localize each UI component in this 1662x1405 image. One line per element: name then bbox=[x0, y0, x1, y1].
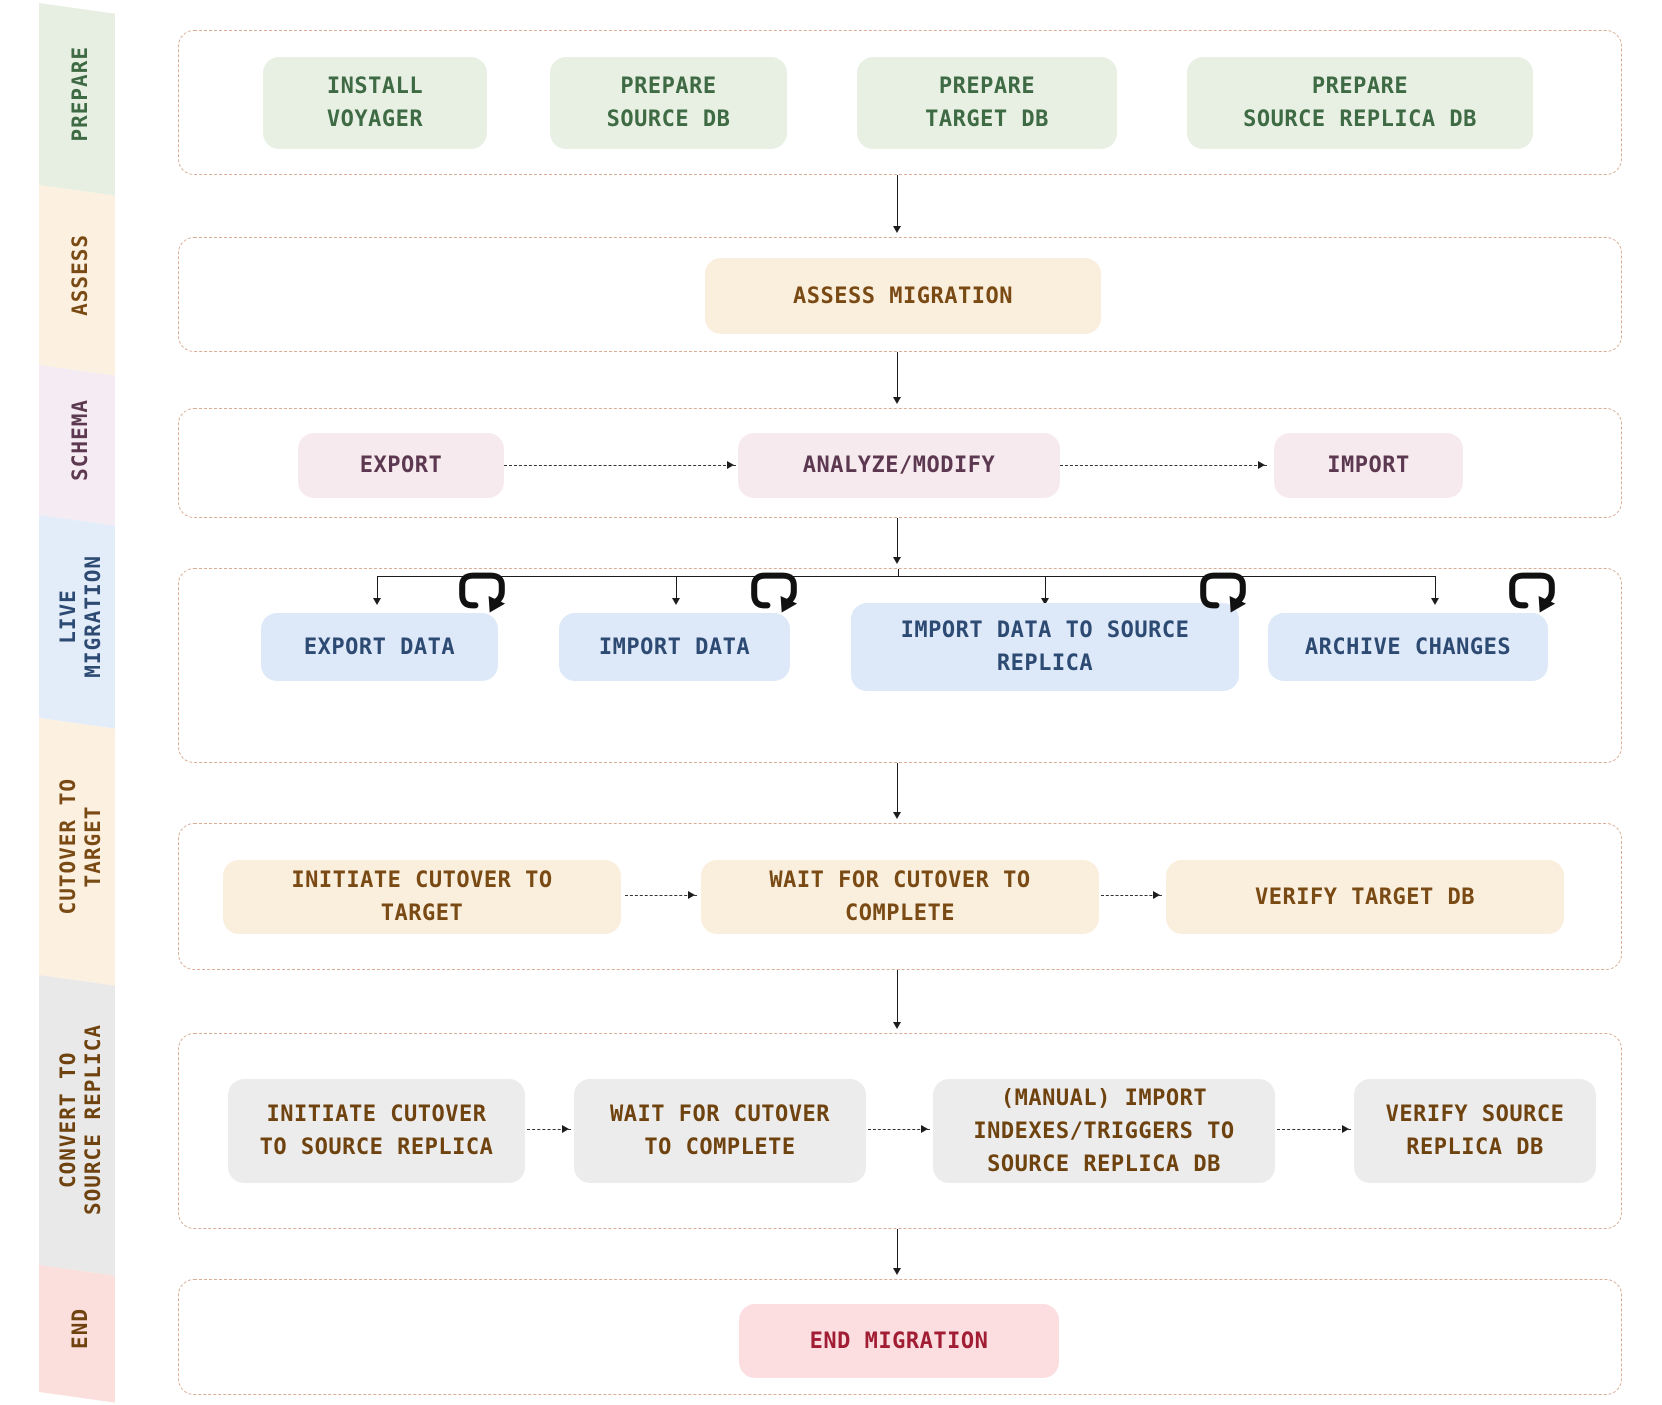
dashed-arrow-wait-to-manual-import bbox=[868, 1124, 930, 1133]
dashed-arrow-initiate-to-wait-replica bbox=[527, 1124, 571, 1133]
node-initiate-cutover-to-source-replica: INITIATE CUTOVER TO SOURCE REPLICA bbox=[228, 1079, 525, 1183]
node-verify-target-db: VERIFY TARGET DB bbox=[1166, 860, 1564, 934]
node-import-schema: IMPORT bbox=[1274, 433, 1463, 498]
branch-drop-export-data bbox=[373, 576, 381, 605]
node-archive-changes: ARCHIVE CHANGES bbox=[1268, 613, 1548, 681]
phase-row-prepare: INSTALL VOYAGER PREPARE SOURCE DB PREPAR… bbox=[178, 30, 1622, 175]
flow-arrow-cutover-to-convert bbox=[893, 970, 901, 1029]
phase-row-assess: ASSESS MIGRATION bbox=[178, 237, 1622, 352]
flow-arrow-assess-to-schema bbox=[893, 352, 901, 404]
loop-icon bbox=[751, 572, 798, 613]
loop-icon bbox=[1200, 572, 1247, 613]
node-export-schema: EXPORT bbox=[298, 433, 504, 498]
flow-arrow-schema-to-live bbox=[893, 518, 901, 564]
node-wait-for-cutover-to-complete-replica: WAIT FOR CUTOVER TO COMPLETE bbox=[574, 1079, 866, 1183]
branch-drop-import-data bbox=[672, 576, 680, 605]
phase-row-schema: EXPORT ANALYZE/MODIFY IMPORT bbox=[178, 408, 1622, 518]
sidebar-label-assess: ASSESS bbox=[68, 234, 93, 316]
node-assess-migration: ASSESS MIGRATION bbox=[705, 258, 1101, 334]
node-prepare-source-replica-db: PREPARE SOURCE REPLICA DB bbox=[1187, 57, 1533, 149]
loop-icon bbox=[1509, 572, 1556, 613]
sidebar-label-live-migration: LIVE MIGRATION bbox=[55, 555, 105, 678]
flow-arrow-convert-to-end bbox=[893, 1229, 901, 1275]
node-analyze-modify: ANALYZE/MODIFY bbox=[738, 433, 1060, 498]
phase-row-end: END MIGRATION bbox=[178, 1279, 1622, 1395]
branch-line bbox=[377, 576, 1435, 577]
loop-icon bbox=[459, 572, 506, 613]
dashed-arrow-wait-to-verify bbox=[1101, 890, 1162, 899]
node-prepare-target-db: PREPARE TARGET DB bbox=[857, 57, 1117, 149]
node-wait-for-cutover-to-complete: WAIT FOR CUTOVER TO COMPLETE bbox=[701, 860, 1099, 934]
branch-drop-import-source-replica bbox=[1041, 576, 1049, 605]
flow-arrow-live-to-cutover bbox=[893, 763, 901, 819]
dashed-arrow-export-to-analyze bbox=[504, 460, 736, 469]
sidebar-label-schema: SCHEMA bbox=[68, 399, 93, 481]
dashed-arrow-analyze-to-import bbox=[1060, 460, 1267, 469]
node-verify-source-replica-db: VERIFY SOURCE REPLICA DB bbox=[1354, 1079, 1596, 1183]
node-prepare-source-db: PREPARE SOURCE DB bbox=[550, 57, 787, 149]
sidebar-label-prepare: PREPARE bbox=[68, 46, 93, 142]
dashed-arrow-initiate-to-wait bbox=[625, 890, 697, 899]
node-export-data: EXPORT DATA bbox=[261, 613, 498, 681]
flow-arrow-prepare-to-assess bbox=[893, 175, 901, 233]
phase-row-cutover-to-target: INITIATE CUTOVER TO TARGET WAIT FOR CUTO… bbox=[178, 823, 1622, 970]
sidebar-label-end: END bbox=[68, 1308, 93, 1349]
node-import-data-to-source-replica: IMPORT DATA TO SOURCE REPLICA bbox=[851, 603, 1239, 691]
dashed-arrow-manual-to-verify-replica bbox=[1277, 1124, 1351, 1133]
phase-row-live-migration: EXPORT DATA IMPORT DATA IMPORT DATA TO S… bbox=[178, 568, 1622, 763]
sidebar-label-convert-to-source-replica: CONVERT TO SOURCE REPLICA bbox=[55, 1024, 105, 1216]
node-manual-import-indexes-triggers: (MANUAL) IMPORT INDEXES/TRIGGERS TO SOUR… bbox=[933, 1079, 1275, 1183]
node-import-data: IMPORT DATA bbox=[559, 613, 790, 681]
node-install-voyager: INSTALL VOYAGER bbox=[263, 57, 487, 149]
branch-stub bbox=[898, 569, 899, 577]
branch-drop-archive-changes bbox=[1431, 576, 1439, 605]
node-end-migration: END MIGRATION bbox=[739, 1304, 1059, 1378]
phase-row-convert-to-source-replica: INITIATE CUTOVER TO SOURCE REPLICA WAIT … bbox=[178, 1033, 1622, 1229]
sidebar-label-cutover-to-target: CUTOVER TO TARGET bbox=[55, 778, 105, 915]
node-initiate-cutover-to-target: INITIATE CUTOVER TO TARGET bbox=[223, 860, 621, 934]
